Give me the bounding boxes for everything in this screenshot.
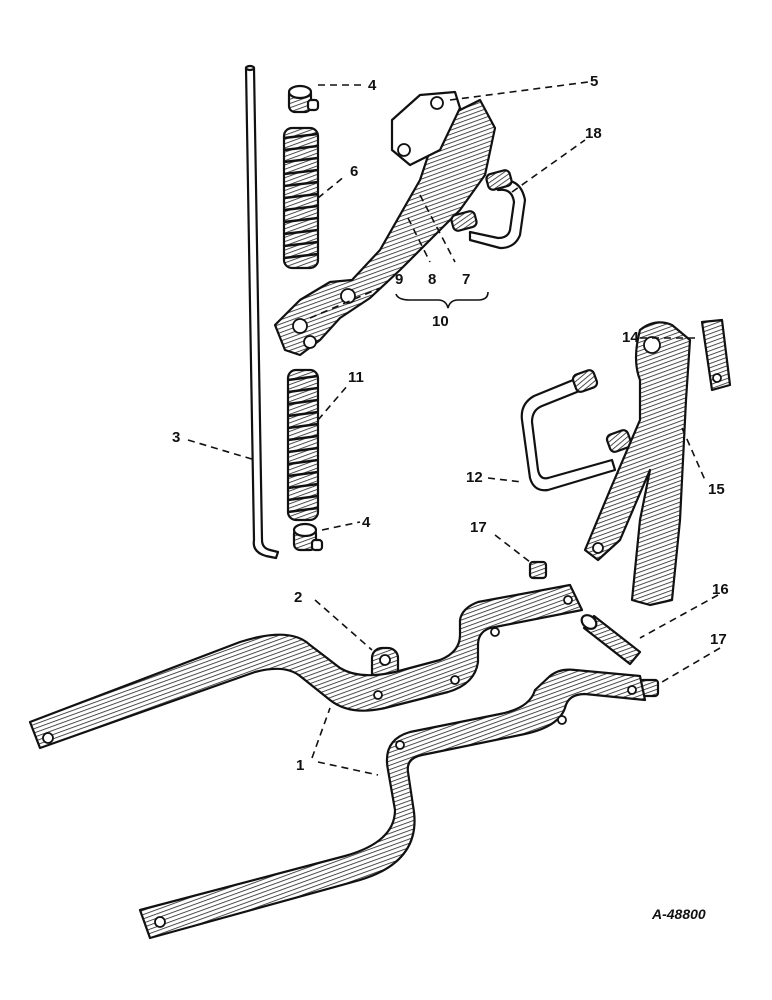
callout-3: 3 (172, 429, 181, 446)
rod-part-3 (244, 64, 280, 560)
callout-18: 18 (585, 125, 602, 142)
leader-lines (187, 81, 721, 776)
frame-bar-part-1-lower (138, 668, 647, 940)
callout-17-lower: 17 (710, 631, 727, 648)
pin-part-16 (580, 614, 642, 666)
u-clamp-part-12 (520, 369, 633, 492)
callout-2: 2 (294, 589, 303, 606)
callout-5: 5 (590, 73, 599, 90)
bracket-assembly-part-10 (273, 90, 497, 357)
clamp-bracket-part-15 (583, 321, 692, 607)
spring-part-11 (286, 368, 320, 522)
callout-11: 11 (348, 369, 364, 386)
callout-15: 15 (708, 481, 725, 498)
plate-part-14 (700, 318, 732, 392)
drawing-number: A-48800 (652, 906, 706, 922)
callout-9: 9 (395, 271, 404, 288)
callout-14: 14 (622, 329, 639, 346)
clip-part-4-lower (292, 522, 324, 552)
clip-part-4-upper (287, 84, 320, 114)
callout-6: 6 (350, 163, 359, 180)
callout-8: 8 (428, 271, 437, 288)
callout-7: 7 (462, 271, 471, 288)
u-bolt-part-18 (450, 169, 527, 250)
callout-12: 12 (466, 469, 483, 486)
callout-10: 10 (432, 313, 449, 330)
callout-1: 1 (296, 757, 305, 774)
callout-4-lower: 4 (362, 514, 371, 531)
nut-part-17-upper (528, 560, 548, 580)
callout-16: 16 (712, 581, 729, 598)
frame-bar-part-1-upper (28, 583, 584, 750)
callout-4-upper: 4 (368, 77, 377, 94)
spring-part-6 (282, 126, 320, 270)
callout-17-upper: 17 (470, 519, 487, 536)
